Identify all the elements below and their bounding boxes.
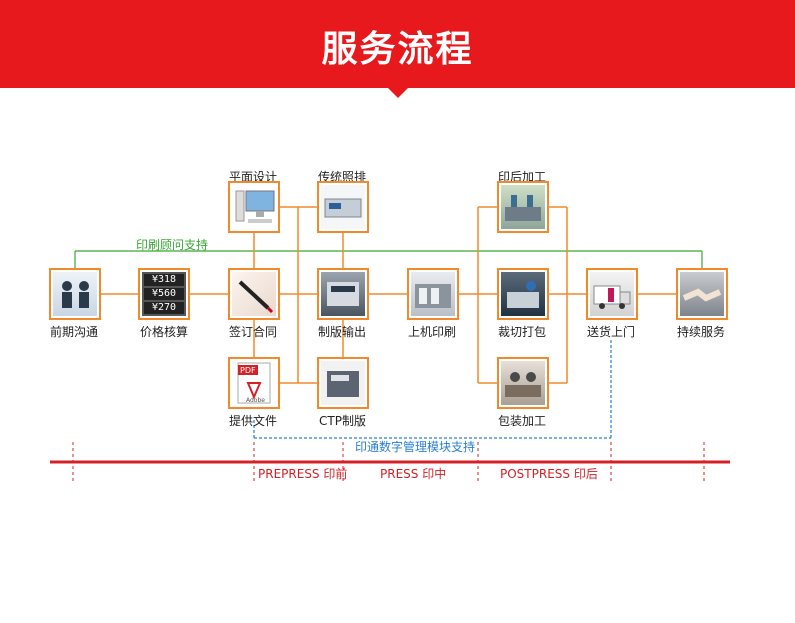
price-row-1: ¥318 <box>144 274 184 286</box>
computer-icon <box>232 185 276 229</box>
delivery-van-icon <box>590 272 634 316</box>
handshake-icon <box>680 272 724 316</box>
node-early-communication <box>49 268 101 320</box>
consultant-support-line <box>74 250 703 268</box>
process-connectors <box>101 206 676 384</box>
label-traditional-typesetting: 传统照排 <box>318 170 367 184</box>
timeline-ticks <box>72 442 705 484</box>
label-delivery: 送货上门 <box>587 325 636 339</box>
node-price-check: ¥318 ¥560 ¥270 <box>138 268 190 320</box>
page-title: 服务流程 <box>321 29 474 70</box>
phase-press: PRESS 印中 <box>380 467 447 481</box>
label-ctp-plate: CTP制版 <box>319 414 366 428</box>
label-early-communication: 前期沟通 <box>50 325 99 339</box>
header-banner: 服务流程 <box>0 0 795 88</box>
label-cut-package: 裁切打包 <box>498 325 547 339</box>
pen-signing-icon <box>232 272 276 316</box>
node-plate-output <box>317 268 369 320</box>
svg-text:Adobe: Adobe <box>246 397 265 404</box>
digital-support-line <box>253 340 612 439</box>
workshop-icon <box>501 185 545 229</box>
packaging-line-icon <box>501 361 545 405</box>
phase-prepress: PREPRESS 印前 <box>258 467 348 481</box>
node-graphic-design <box>228 181 280 233</box>
label-post-processing: 印后加工 <box>498 170 547 184</box>
label-continuous-service: 持续服务 <box>677 325 726 339</box>
label-packaging-processing: 包装加工 <box>498 414 547 428</box>
price-row-3: ¥270 <box>144 302 184 314</box>
node-ctp-plate <box>317 357 369 409</box>
node-cut-package <box>497 268 549 320</box>
node-delivery <box>586 268 638 320</box>
plate-machine-icon <box>321 272 365 316</box>
printing-press-icon <box>411 272 455 316</box>
label-sign-contract: 签订合同 <box>229 325 278 339</box>
node-post-processing <box>497 181 549 233</box>
price-row-2: ¥560 <box>144 288 184 300</box>
label-machine-printing: 上机印刷 <box>408 325 457 339</box>
consultant-support-label: 印刷顾问支持 <box>136 238 209 252</box>
phase-postpress: POSTPRESS 印后 <box>500 467 598 481</box>
label-graphic-design: 平面设计 <box>229 170 278 184</box>
svg-text:PDF: PDF <box>240 366 256 375</box>
digital-support-label: 印通数字管理模块支持 <box>355 440 476 454</box>
node-sign-contract <box>228 268 280 320</box>
cutting-machine-icon <box>501 272 545 316</box>
imagesetter-icon <box>321 185 365 229</box>
node-continuous-service <box>676 268 728 320</box>
price-display-icon: ¥318 ¥560 ¥270 <box>142 272 186 316</box>
meeting-icon <box>53 272 97 316</box>
node-traditional-typesetting <box>317 181 369 233</box>
node-packaging-processing <box>497 357 549 409</box>
pdf-file-icon: PDF Adobe <box>232 361 276 405</box>
node-machine-printing <box>407 268 459 320</box>
node-provide-file: PDF Adobe <box>228 357 280 409</box>
banner-pointer <box>388 88 408 98</box>
label-provide-file: 提供文件 <box>229 414 278 428</box>
label-plate-output: 制版输出 <box>318 325 367 339</box>
ctp-machine-icon <box>321 361 365 405</box>
label-price-check: 价格核算 <box>140 325 189 339</box>
